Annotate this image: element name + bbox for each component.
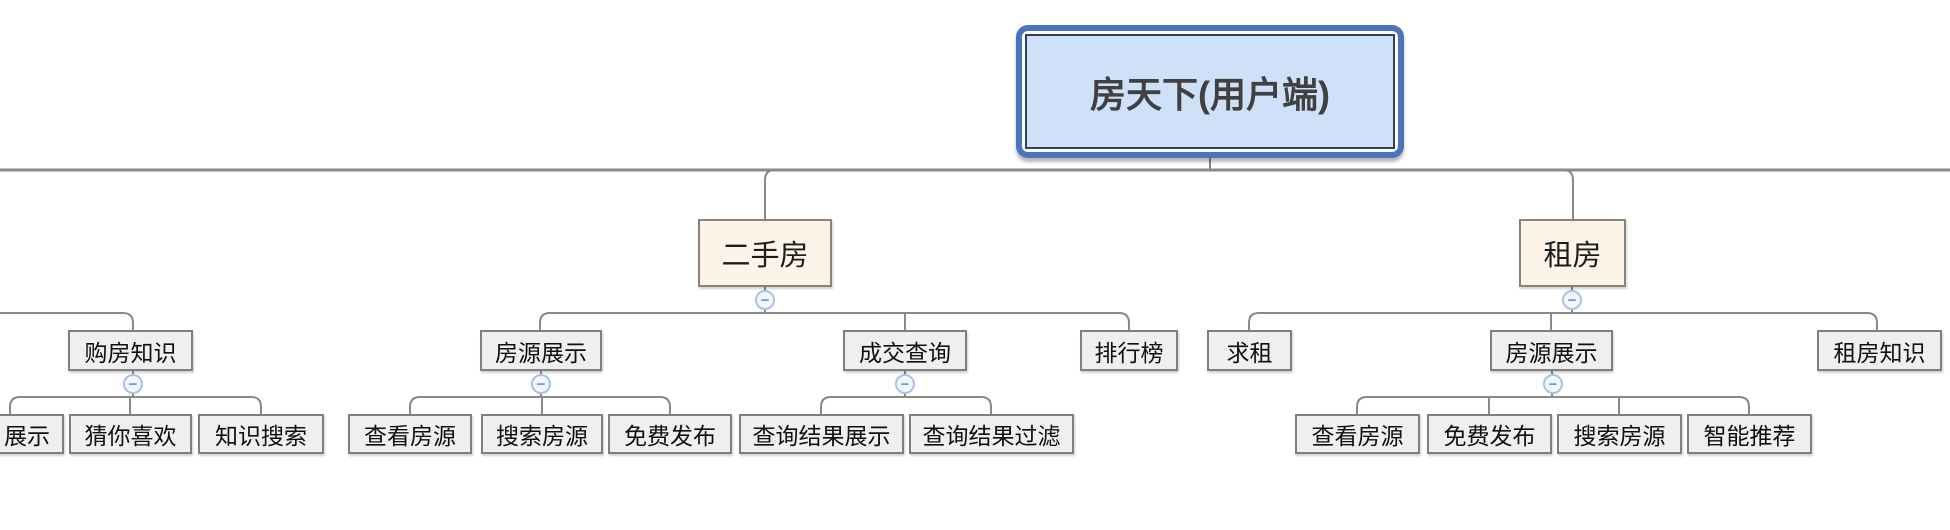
node-label: 查询结果展示 [752, 423, 891, 449]
connector-rent-rail [1248, 312, 1878, 330]
node-label: 租房 [1543, 240, 1602, 272]
node-rl-view-listing[interactable]: 查看房源 [1295, 414, 1420, 454]
node-dq-result-display[interactable]: 查询结果展示 [739, 414, 904, 454]
connector-buy-knowledge-rail [0, 312, 134, 330]
node-label: 租房知识 [1833, 339, 1926, 366]
node-ranking[interactable]: 排行榜 [1080, 330, 1178, 371]
collapse-icon-rent-listing[interactable]: − [1543, 374, 1563, 394]
connector-second-hand-drop [764, 169, 776, 219]
minus-icon: − [760, 291, 770, 309]
node-rent-listing-display[interactable]: 房源展示 [1490, 330, 1613, 371]
minus-icon: − [536, 375, 546, 393]
collapse-icon-sh-listing[interactable]: − [531, 374, 551, 394]
node-label: 房天下(用户端) [1090, 73, 1330, 115]
node-sh-search-listing[interactable]: 搜索房源 [481, 414, 603, 454]
collapse-icon-second-hand[interactable]: − [755, 290, 775, 310]
collapse-icon-rent[interactable]: − [1562, 290, 1582, 310]
node-label: 购房知识 [84, 339, 177, 366]
node-buy-knowledge[interactable]: 购房知识 [68, 330, 193, 371]
node-label: 房源展示 [495, 339, 587, 366]
node-second-hand[interactable]: 二手房 [698, 219, 832, 287]
collapse-icon-deal-query[interactable]: − [895, 374, 915, 394]
node-label: 查询结果过滤 [922, 423, 1061, 449]
node-label: 排行榜 [1094, 339, 1164, 366]
node-root-inner: 房天下(用户端) [1025, 34, 1395, 149]
node-label: 知识搜索 [215, 423, 307, 449]
node-bk-guess-you-like[interactable]: 猜你喜欢 [69, 414, 192, 454]
node-rent-request[interactable]: 求租 [1207, 330, 1292, 371]
node-root[interactable]: 房天下(用户端) [1016, 25, 1404, 158]
node-label: 房源展示 [1505, 339, 1598, 366]
minus-icon: − [1548, 375, 1558, 393]
connector-second-hand-rail [539, 312, 1130, 330]
node-dq-result-filter[interactable]: 查询结果过滤 [909, 414, 1074, 454]
node-sh-listing-display[interactable]: 房源展示 [480, 330, 602, 371]
node-label: 查看房源 [364, 423, 456, 449]
node-rl-search-listing[interactable]: 搜索房源 [1557, 414, 1682, 454]
node-label: 搜索房源 [1573, 423, 1666, 449]
node-rent[interactable]: 租房 [1519, 219, 1626, 287]
node-label: 搜索房源 [496, 423, 588, 449]
node-rent-knowledge[interactable]: 租房知识 [1817, 330, 1942, 371]
connector-buy-knowledge-children-rail [9, 396, 262, 414]
node-deal-query[interactable]: 成交查询 [843, 330, 967, 371]
connector-rent-listing-children-rail [1356, 396, 1750, 414]
node-sh-free-post[interactable]: 免费发布 [608, 414, 732, 454]
connector-sh-listing-children-rail [409, 396, 671, 414]
node-label: 免费发布 [1443, 423, 1536, 449]
minus-icon: − [128, 375, 138, 393]
connector-rent-drop [1562, 169, 1574, 219]
node-label: 查看房源 [1311, 423, 1404, 449]
node-bk-display-partial[interactable]: 展示 [0, 414, 64, 454]
node-label: 成交查询 [859, 339, 951, 366]
node-bk-knowledge-search[interactable]: 知识搜索 [198, 414, 324, 454]
minus-icon: − [1567, 291, 1577, 309]
node-label: 猜你喜欢 [84, 423, 177, 449]
collapse-icon-buy-knowledge[interactable]: − [123, 374, 143, 394]
minus-icon: − [900, 375, 910, 393]
node-label: 展示 [4, 423, 50, 449]
node-label: 二手房 [721, 240, 809, 272]
node-rl-smart-recommend[interactable]: 智能推荐 [1687, 414, 1812, 454]
node-label: 智能推荐 [1703, 423, 1796, 449]
connector-deal-query-children-rail [820, 396, 992, 414]
node-sh-view-listing[interactable]: 查看房源 [348, 414, 472, 454]
node-rl-free-post[interactable]: 免费发布 [1427, 414, 1552, 454]
node-label: 免费发布 [624, 423, 716, 449]
node-label: 求租 [1226, 339, 1273, 366]
